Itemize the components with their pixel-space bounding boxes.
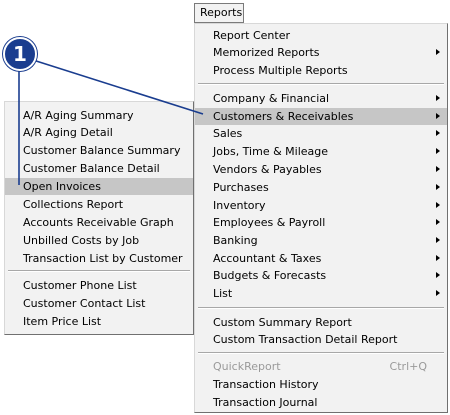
menu-item-label: Budgets & Forecasts [213, 269, 327, 282]
menu-item-label: Customers & Receivables [213, 110, 354, 123]
submenu-arrow-icon [436, 272, 440, 278]
menu-item-label: Banking [213, 234, 258, 247]
submenu-arrow-icon [436, 113, 440, 119]
menu-item-label: A/R Aging Detail [23, 126, 113, 139]
menu-item-list[interactable]: List [195, 285, 447, 302]
submenu-arrow-icon [436, 237, 440, 243]
menu-item-customers-receivables[interactable]: Customers & Receivables [195, 108, 447, 125]
menu-item-label: Transaction History [213, 378, 319, 391]
submenu-item-open-invoices[interactable]: Open Invoices [5, 178, 193, 195]
submenu-arrow-icon [436, 166, 440, 172]
menu-item-transaction-history[interactable]: Transaction History [195, 376, 447, 393]
submenu-item-collections-report[interactable]: Collections Report [5, 196, 193, 213]
menu-item-label: Open Invoices [23, 180, 101, 193]
menu-item-transaction-journal[interactable]: Transaction Journal [195, 394, 447, 411]
menu-item-label: List [213, 287, 233, 300]
menu-item-inventory[interactable]: Inventory [195, 197, 447, 214]
menu-item-label: Transaction Journal [213, 396, 318, 409]
menu-item-custom-summary-report[interactable]: Custom Summary Report [195, 314, 447, 331]
menu-item-label: Unbilled Costs by Job [23, 234, 140, 247]
menu-item-shortcut: Ctrl+Q [389, 360, 427, 373]
submenu-arrow-icon [436, 148, 440, 154]
menu-item-label: Customer Contact List [23, 297, 146, 310]
menu-item-vendors-payables[interactable]: Vendors & Payables [195, 161, 447, 178]
submenu-item-transaction-list-by-customer[interactable]: Transaction List by Customer [5, 250, 193, 267]
reports-dropdown-menu: Report Center Memorized Reports Process … [194, 23, 448, 413]
customers-receivables-submenu: A/R Aging Summary A/R Aging Detail Custo… [4, 101, 194, 335]
menu-item-label: Jobs, Time & Mileage [213, 145, 329, 158]
menu-item-label: Customer Balance Detail [23, 162, 160, 175]
menu-item-label: Accountant & Taxes [213, 252, 322, 265]
submenu-item-accounts-receivable-graph[interactable]: Accounts Receivable Graph [5, 214, 193, 231]
menu-item-banking[interactable]: Banking [195, 232, 447, 249]
menu-item-label: A/R Aging Summary [23, 109, 134, 122]
menu-item-label: Inventory [213, 199, 266, 212]
submenu-arrow-icon [436, 255, 440, 261]
menu-item-purchases[interactable]: Purchases [195, 179, 447, 196]
callout-line-to-customers [32, 59, 204, 115]
submenu-item-customer-contact-list[interactable]: Customer Contact List [5, 295, 193, 312]
menu-item-accountant-taxes[interactable]: Accountant & Taxes [195, 250, 447, 267]
menu-item-custom-transaction-detail-report[interactable]: Custom Transaction Detail Report [195, 331, 447, 348]
menu-item-label: Transaction List by Customer [23, 252, 183, 265]
menu-item-label: Vendors & Payables [213, 163, 322, 176]
menu-item-label: Process Multiple Reports [213, 64, 348, 77]
submenu-item-unbilled-costs-by-job[interactable]: Unbilled Costs by Job [5, 232, 193, 249]
step-callout-badge: 1 [3, 37, 37, 71]
menu-item-label: Custom Transaction Detail Report [213, 333, 398, 346]
submenu-arrow-icon [436, 95, 440, 101]
menu-item-label: Report Center [213, 29, 290, 42]
menu-item-label: Accounts Receivable Graph [23, 216, 174, 229]
submenu-arrow-icon [436, 290, 440, 296]
menu-item-label: Employees & Payroll [213, 216, 326, 229]
menu-item-report-center[interactable]: Report Center [195, 27, 447, 44]
submenu-item-customer-phone-list[interactable]: Customer Phone List [5, 277, 193, 294]
menu-item-label: Customer Balance Summary [23, 144, 181, 157]
submenu-arrow-icon [436, 202, 440, 208]
submenu-arrow-icon [436, 219, 440, 225]
menu-item-label: Item Price List [23, 315, 102, 328]
reports-menu-button[interactable]: Reports [194, 3, 244, 23]
submenu-item-ar-aging-summary[interactable]: A/R Aging Summary [5, 107, 193, 124]
menu-separator [8, 270, 190, 272]
menu-separator [198, 307, 444, 309]
submenu-item-customer-balance-summary[interactable]: Customer Balance Summary [5, 142, 193, 159]
submenu-item-item-price-list[interactable]: Item Price List [5, 313, 193, 330]
reports-menu-label: Reports [200, 6, 243, 19]
menu-separator [198, 352, 444, 354]
submenu-arrow-icon [436, 184, 440, 190]
menu-separator [198, 83, 444, 85]
menu-item-employees-payroll[interactable]: Employees & Payroll [195, 214, 447, 231]
menu-item-company-financial[interactable]: Company & Financial [195, 90, 447, 107]
menu-item-label: Company & Financial [213, 92, 330, 105]
step-number: 1 [13, 42, 27, 66]
menu-item-label: Memorized Reports [213, 46, 320, 59]
menu-item-label: Collections Report [23, 198, 124, 211]
menu-item-budgets-forecasts[interactable]: Budgets & Forecasts [195, 267, 447, 284]
menu-item-label: QuickReport [213, 360, 281, 373]
submenu-arrow-icon [436, 130, 440, 136]
menu-item-label: Custom Summary Report [213, 316, 352, 329]
menu-item-label: Sales [213, 127, 243, 140]
menu-item-label: Customer Phone List [23, 279, 137, 292]
menu-item-label: Purchases [213, 181, 269, 194]
submenu-item-customer-balance-detail[interactable]: Customer Balance Detail [5, 160, 193, 177]
menu-item-memorized-reports[interactable]: Memorized Reports [195, 44, 447, 61]
submenu-item-ar-aging-detail[interactable]: A/R Aging Detail [5, 124, 193, 141]
submenu-arrow-icon [436, 49, 440, 55]
menu-item-jobs-time-mileage[interactable]: Jobs, Time & Mileage [195, 143, 447, 160]
menu-item-quickreport: QuickReport Ctrl+Q [195, 358, 447, 375]
menu-item-sales[interactable]: Sales [195, 125, 447, 142]
menu-item-process-multiple-reports[interactable]: Process Multiple Reports [195, 62, 447, 79]
